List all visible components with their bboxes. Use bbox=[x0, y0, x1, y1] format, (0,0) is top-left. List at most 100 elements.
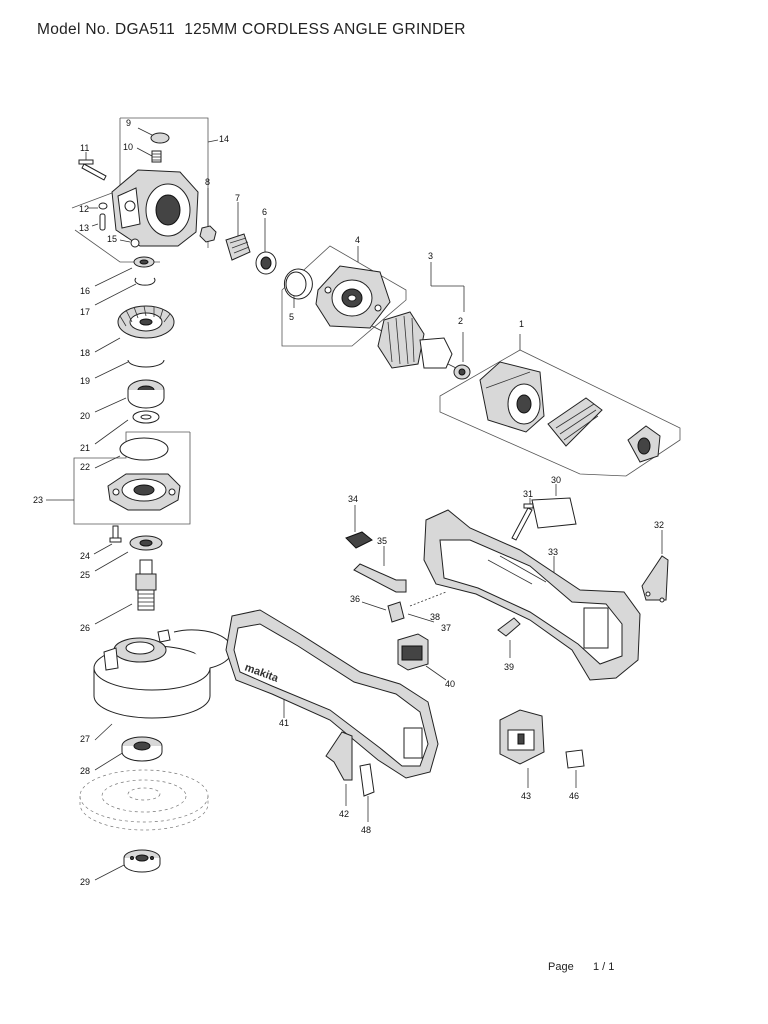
part-46-label bbox=[565, 749, 585, 788]
callout-33: 33 bbox=[548, 547, 558, 557]
part-6-bearing bbox=[255, 218, 277, 275]
part-8-nut bbox=[199, 188, 217, 243]
group-bracket-line bbox=[73, 431, 191, 525]
part-48-label bbox=[359, 763, 375, 822]
part-1-stator bbox=[479, 361, 545, 433]
callout-13: 13 bbox=[79, 223, 89, 233]
part-4-bearing-retainer bbox=[315, 265, 391, 329]
part-9-lock-cap bbox=[137, 127, 170, 144]
part-42-bracket bbox=[325, 731, 353, 806]
part-43-battery-terminal bbox=[499, 709, 545, 788]
part-1-sensor-board bbox=[627, 425, 661, 463]
part-23-bearing-box bbox=[107, 473, 181, 511]
callout-18: 18 bbox=[80, 348, 90, 358]
callout-9: 9 bbox=[126, 118, 131, 128]
part-36-switch bbox=[361, 601, 405, 623]
callout-24: 24 bbox=[80, 551, 90, 561]
part-35-switch-lever bbox=[353, 546, 407, 593]
part-15-ring bbox=[119, 238, 140, 248]
part-1-controller bbox=[547, 397, 603, 447]
callout-26: 26 bbox=[80, 623, 90, 633]
part-29-lock-nut bbox=[94, 849, 161, 881]
callout-6: 6 bbox=[262, 207, 267, 217]
callout-41: 41 bbox=[279, 718, 289, 728]
motor-group bbox=[281, 245, 681, 477]
callout-16: 16 bbox=[80, 286, 90, 296]
callout-5: 5 bbox=[289, 312, 294, 322]
page-label: Page bbox=[548, 961, 574, 973]
part-12-ring bbox=[88, 202, 108, 210]
callout-14: 14 bbox=[219, 134, 229, 144]
part-20-bearing bbox=[94, 379, 165, 413]
part-25-labyrinth-ring bbox=[94, 535, 163, 572]
callout-32: 32 bbox=[654, 520, 664, 530]
callout-25: 25 bbox=[80, 570, 90, 580]
callout-21: 21 bbox=[80, 443, 90, 453]
part-22-o-ring bbox=[94, 437, 169, 469]
part-11-screw bbox=[78, 152, 107, 181]
callout-48: 48 bbox=[361, 825, 371, 835]
callout-30: 30 bbox=[551, 475, 561, 485]
callout-36: 36 bbox=[350, 594, 360, 604]
callout-7: 7 bbox=[235, 193, 240, 203]
callout-8: 8 bbox=[205, 177, 210, 187]
part-38-pin bbox=[409, 591, 447, 607]
callout-4: 4 bbox=[355, 235, 360, 245]
callout-37: 37 bbox=[441, 623, 451, 633]
callout-31: 31 bbox=[523, 489, 533, 499]
part-3-rotor bbox=[371, 311, 461, 371]
part-32-bracket bbox=[641, 530, 669, 603]
callout-3: 3 bbox=[428, 251, 433, 261]
page-title: Model No. DGA511 125MM CORDLESS ANGLE GR… bbox=[37, 21, 466, 38]
callout-11: 11 bbox=[80, 143, 89, 153]
part-7-pinion bbox=[225, 202, 251, 261]
callout-23: 23 bbox=[33, 495, 43, 505]
callout-12: 12 bbox=[79, 204, 89, 214]
callout-43: 43 bbox=[521, 791, 531, 801]
callout-29: 29 bbox=[80, 877, 90, 887]
callout-46: 46 bbox=[569, 791, 579, 801]
part-28-inner-flange bbox=[94, 736, 163, 771]
callout-39: 39 bbox=[504, 662, 514, 672]
callout-22: 22 bbox=[80, 462, 90, 472]
part-40-terminal bbox=[397, 633, 447, 681]
gear-housing-group bbox=[46, 117, 277, 881]
callout-40: 40 bbox=[445, 679, 455, 689]
grinding-wheel-dashed bbox=[79, 769, 209, 831]
part-13-pin bbox=[91, 213, 106, 231]
part-26-spindle bbox=[94, 559, 157, 625]
part-41-housing-left: makita bbox=[225, 609, 439, 779]
part-2-bearing bbox=[453, 332, 471, 380]
part-5-o-ring bbox=[283, 268, 313, 308]
part-33-housing-right bbox=[423, 509, 641, 681]
part-18-bevel-gear bbox=[94, 305, 175, 353]
part-19-retaining-ring bbox=[94, 359, 165, 379]
callout-2: 2 bbox=[458, 316, 463, 326]
callout-labels: 1 2 3 4 5 6 7 8 9 10 11 12 13 14 15 16 1… bbox=[33, 118, 664, 887]
callout-15: 15 bbox=[107, 234, 117, 244]
part-27-wheel-guard bbox=[93, 629, 233, 741]
part-14-gear-housing bbox=[111, 139, 219, 247]
callout-1: 1 bbox=[519, 319, 524, 329]
part-39-switch-cover bbox=[497, 617, 521, 658]
callout-17: 17 bbox=[80, 307, 90, 317]
callout-35: 35 bbox=[377, 536, 387, 546]
housing-group: makita bbox=[225, 484, 669, 822]
part-17-retaining-ring bbox=[94, 277, 156, 306]
part-31-screw bbox=[511, 498, 534, 541]
callout-19: 19 bbox=[80, 376, 90, 386]
callout-27: 27 bbox=[80, 734, 90, 744]
callout-34: 34 bbox=[348, 494, 358, 504]
part-16-washer bbox=[94, 256, 155, 287]
callout-42: 42 bbox=[339, 809, 349, 819]
part-37-spring bbox=[407, 613, 435, 623]
part-34-switch-knob bbox=[345, 505, 373, 549]
part-10-spring bbox=[136, 147, 162, 163]
group-bracket-line bbox=[281, 245, 407, 347]
callout-28: 28 bbox=[80, 766, 90, 776]
callout-10: 10 bbox=[123, 142, 133, 152]
part-24-screw bbox=[93, 525, 122, 555]
part-30-label bbox=[531, 484, 577, 529]
callout-38: 38 bbox=[430, 612, 440, 622]
